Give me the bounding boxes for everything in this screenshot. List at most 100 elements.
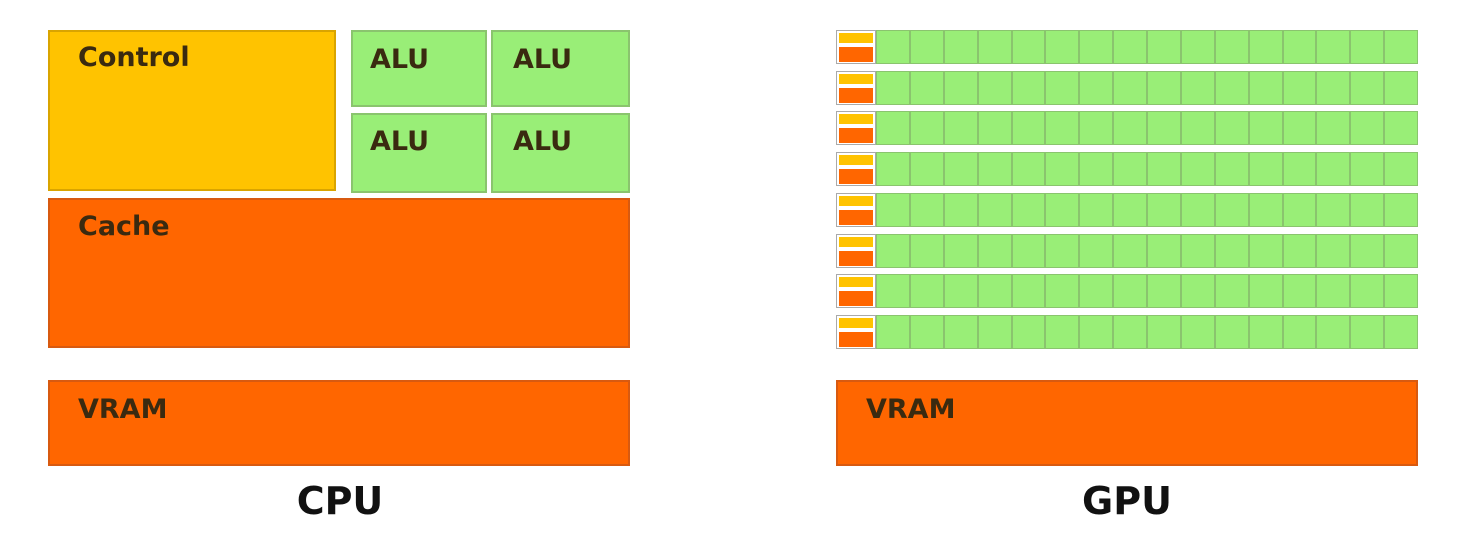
- gpu-alu-cell: [1350, 71, 1384, 105]
- gpu-alu-cell: [1316, 111, 1350, 145]
- gpu-alu-cell: [978, 152, 1012, 186]
- gpu-alu-cell: [1113, 193, 1147, 227]
- gpu-alu-cell: [1215, 111, 1249, 145]
- gpu-alu-cell: [910, 274, 944, 308]
- gpu-alu-cell: [944, 30, 978, 64]
- gpu-alu-cell: [876, 111, 910, 145]
- gpu-control-cache-unit: [836, 71, 876, 105]
- gpu-alu-cell: [1215, 274, 1249, 308]
- gpu-alu-cell: [1316, 152, 1350, 186]
- gpu-alu-cell: [1045, 193, 1079, 227]
- gpu-alu-cell: [1181, 71, 1215, 105]
- gpu-alu-cell: [1384, 71, 1418, 105]
- gpu-alu-cell: [1079, 274, 1113, 308]
- gpu-alu-cell: [944, 152, 978, 186]
- gpu-cache-unit: [839, 47, 873, 62]
- gpu-control-cache-unit: [836, 152, 876, 186]
- gpu-alu-cell: [1113, 315, 1147, 349]
- cpu-control-label: Control: [78, 42, 190, 73]
- gpu-alu-cell: [1215, 193, 1249, 227]
- gpu-alu-cell: [1283, 193, 1316, 227]
- gpu-row: [836, 111, 1418, 145]
- gpu-alu-cell: [1079, 71, 1113, 105]
- gpu-control-cache-unit: [836, 30, 876, 64]
- gpu-alu-cell: [1249, 71, 1283, 105]
- cpu-vram-block: [48, 380, 630, 466]
- gpu-alu-cell: [1283, 71, 1316, 105]
- gpu-control-unit: [839, 74, 873, 84]
- gpu-alu-cell: [1181, 234, 1215, 268]
- gpu-alu-cell: [910, 71, 944, 105]
- gpu-alu-cell: [1350, 274, 1384, 308]
- cpu-vram-label: VRAM: [78, 394, 168, 425]
- gpu-alu-cell: [1384, 234, 1418, 268]
- gpu-alu-cell: [1113, 234, 1147, 268]
- gpu-alu-cell: [1079, 111, 1113, 145]
- gpu-control-unit: [839, 155, 873, 165]
- gpu-alu-cell: [1350, 30, 1384, 64]
- gpu-control-unit: [839, 277, 873, 287]
- gpu-alu-cell: [1012, 71, 1045, 105]
- gpu-alu-cell: [1045, 274, 1079, 308]
- gpu-control-cache-unit: [836, 111, 876, 145]
- gpu-alu-cell: [1249, 111, 1283, 145]
- gpu-control-cache-unit: [836, 193, 876, 227]
- cpu-alu-4: [491, 113, 630, 193]
- gpu-alu-cell: [1350, 193, 1384, 227]
- gpu-control-unit: [839, 114, 873, 124]
- cpu-alu-2-label: ALU: [513, 44, 573, 75]
- gpu-alu-cell: [1113, 274, 1147, 308]
- gpu-alu-cell: [1045, 234, 1079, 268]
- gpu-alu-cell: [1249, 234, 1283, 268]
- cpu-alu-2: [491, 30, 630, 107]
- gpu-alu-cell: [1147, 111, 1181, 145]
- gpu-control-unit: [839, 318, 873, 328]
- gpu-alu-cell: [1147, 30, 1181, 64]
- gpu-row: [836, 152, 1418, 186]
- gpu-row: [836, 315, 1418, 349]
- gpu-cache-unit: [839, 210, 873, 225]
- gpu-cache-unit: [839, 251, 873, 266]
- gpu-alu-cell: [944, 111, 978, 145]
- gpu-alu-cell: [1012, 111, 1045, 145]
- gpu-control-unit: [839, 33, 873, 43]
- gpu-alu-cell: [1045, 315, 1079, 349]
- cpu-alu-1: [351, 30, 487, 107]
- gpu-alu-cell: [978, 111, 1012, 145]
- gpu-alu-cell: [1181, 193, 1215, 227]
- gpu-alu-cell: [1384, 111, 1418, 145]
- gpu-cache-unit: [839, 291, 873, 306]
- gpu-alu-cell: [910, 193, 944, 227]
- gpu-alu-cell: [1215, 71, 1249, 105]
- gpu-vram-block: [836, 380, 1418, 466]
- gpu-alu-cell: [1012, 193, 1045, 227]
- gpu-control-cache-unit: [836, 274, 876, 308]
- gpu-alu-cell: [1147, 71, 1181, 105]
- gpu-alu-cell: [1384, 152, 1418, 186]
- gpu-cache-unit: [839, 169, 873, 184]
- gpu-alu-cell: [876, 234, 910, 268]
- gpu-alu-cell: [944, 71, 978, 105]
- gpu-alu-cell: [1350, 315, 1384, 349]
- gpu-alu-cell: [1249, 274, 1283, 308]
- gpu-alu-cell: [876, 71, 910, 105]
- gpu-alu-cell: [1283, 111, 1316, 145]
- gpu-alu-cell: [1079, 30, 1113, 64]
- gpu-alu-cell: [1316, 193, 1350, 227]
- gpu-alu-cell: [1079, 234, 1113, 268]
- gpu-alu-cell: [1113, 111, 1147, 145]
- gpu-alu-cell: [1249, 315, 1283, 349]
- gpu-alu-cell: [1350, 152, 1384, 186]
- gpu-alu-cell: [1350, 234, 1384, 268]
- gpu-row: [836, 71, 1418, 105]
- gpu-alu-cell: [1283, 274, 1316, 308]
- gpu-alu-cell: [1215, 30, 1249, 64]
- gpu-alu-cell: [1045, 111, 1079, 145]
- gpu-alu-cell: [910, 30, 944, 64]
- gpu-alu-cell: [1384, 315, 1418, 349]
- gpu-vram-label: VRAM: [866, 394, 956, 425]
- gpu-alu-cell: [876, 152, 910, 186]
- gpu-alu-cell: [876, 274, 910, 308]
- cpu-alu-4-label: ALU: [513, 126, 573, 157]
- gpu-alu-cell: [1147, 234, 1181, 268]
